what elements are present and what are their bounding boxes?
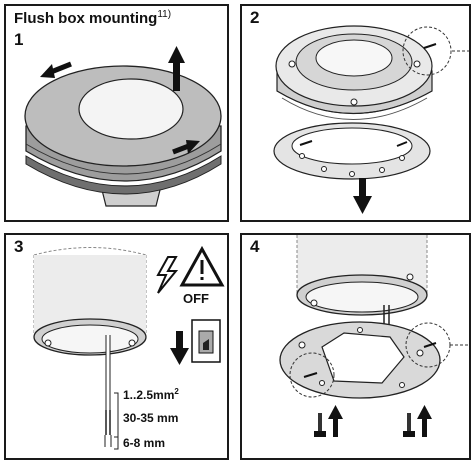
off-label: OFF [183, 291, 209, 306]
step-number-2: 2 [250, 8, 260, 27]
panel-2: 2 [240, 4, 471, 222]
cable-strip-length-label: 30-35 mm [123, 411, 179, 425]
push-up-arrow-icon [328, 405, 343, 437]
light-switch-icon [191, 319, 221, 363]
panel-1: Flush box mounting11) 1 [4, 4, 229, 222]
device-illustration-2 [273, 25, 469, 214]
step-number-1: 1 [14, 30, 24, 49]
rotate-right-arrow-icon [172, 140, 200, 155]
panel-3: 3 [4, 233, 229, 460]
screw-icon [403, 413, 415, 437]
wire-strip-length-label: 6-8 mm [123, 436, 166, 450]
flush-box-illustration [33, 245, 225, 450]
device-illustration-1 [24, 46, 222, 207]
lift-up-arrow-icon [168, 46, 185, 91]
high-voltage-icon [156, 256, 179, 294]
panel-title: Flush box mounting11) [14, 9, 172, 27]
warning-icon [179, 245, 225, 287]
panel-4: 4 [240, 233, 471, 460]
push-up-arrow-icon [417, 405, 432, 437]
rotate-left-arrow-icon [40, 61, 72, 78]
step-number-4: 4 [250, 237, 260, 256]
screw-icon [314, 413, 326, 437]
step-number-3: 3 [14, 237, 24, 256]
switch-off-arrow-icon [170, 331, 189, 365]
wire-gauge-label: 1..2.5mm2 [123, 387, 179, 402]
mounting-plate-illustration [279, 235, 469, 437]
pull-down-arrow-icon [353, 178, 372, 214]
